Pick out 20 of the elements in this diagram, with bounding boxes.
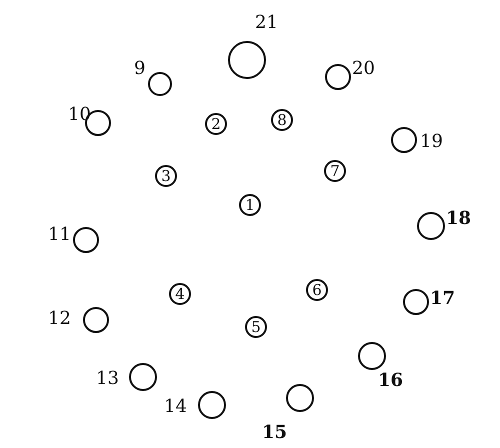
number-label: 17 — [430, 290, 456, 308]
number-label: 19 — [420, 133, 443, 151]
number-label: 21 — [255, 14, 278, 32]
numbered-circle: 3 — [155, 165, 177, 187]
number-label: 9 — [134, 60, 146, 78]
number-label: 20 — [352, 60, 375, 78]
number-label: 11 — [48, 226, 71, 244]
numbered-circle: 7 — [324, 160, 346, 182]
numbered-circle: 5 — [245, 316, 267, 338]
numbered-circle: 8 — [271, 109, 293, 131]
number-label: 16 — [378, 372, 404, 390]
number-label: 18 — [446, 210, 472, 228]
number-label: 12 — [48, 310, 71, 328]
number-label: 15 — [262, 424, 288, 442]
number-label: 14 — [164, 398, 187, 416]
numbered-circle: 1 — [239, 194, 261, 216]
numbered-circle: 6 — [306, 279, 328, 301]
numbered-circle: 4 — [169, 283, 191, 305]
number-label: 13 — [96, 370, 119, 388]
numbered-circle: 2 — [205, 113, 227, 135]
